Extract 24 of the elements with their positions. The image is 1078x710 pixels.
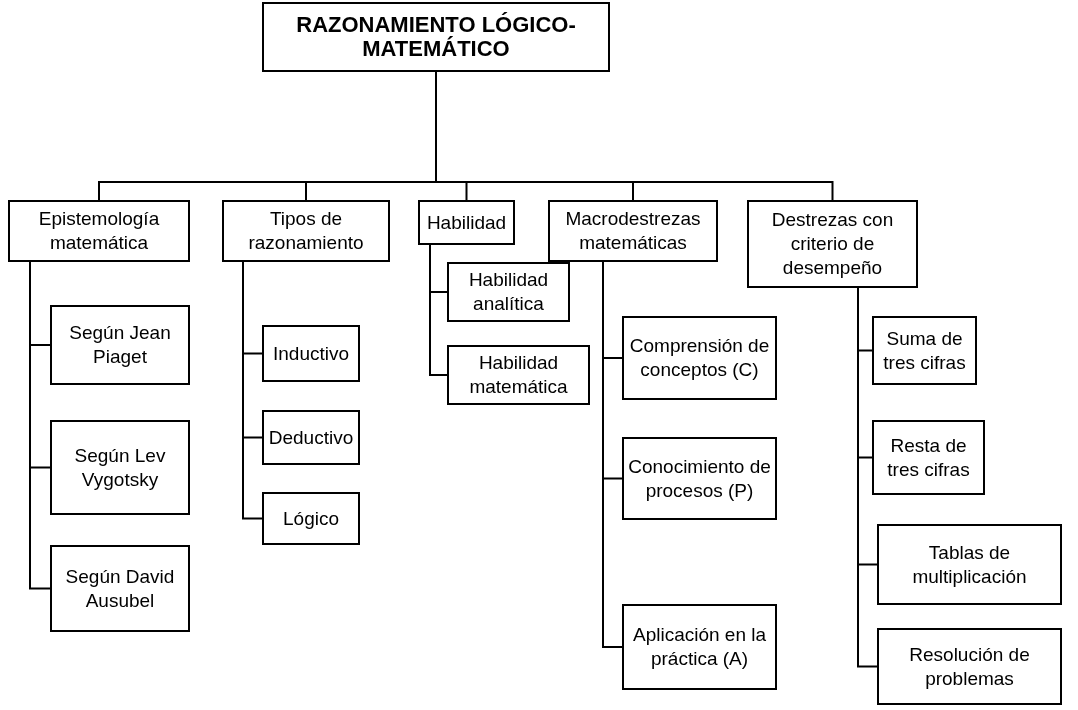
concept-box: Deductivo	[262, 410, 360, 465]
concept-box: Conocimiento de procesos (P)	[622, 437, 777, 520]
concept-box: Epistemología matemática	[8, 200, 190, 262]
concept-box: Resolución de problemas	[877, 628, 1062, 705]
concept-box: Suma de tres cifras	[872, 316, 977, 385]
concept-box: Habilidad matemática	[447, 345, 590, 405]
concept-box: Tipos de razonamiento	[222, 200, 390, 262]
concept-box: Inductivo	[262, 325, 360, 382]
concept-box: Destrezas con criterio de desempeño	[747, 200, 918, 288]
concept-box: Lógico	[262, 492, 360, 545]
concept-box: Aplicación en la práctica (A)	[622, 604, 777, 690]
concept-box: Tablas de multiplicación	[877, 524, 1062, 605]
concept-box: Según David Ausubel	[50, 545, 190, 632]
connector-line	[242, 261, 263, 520]
concept-box: Habilidad analítica	[447, 262, 570, 322]
concept-box: Macrodestrezas matemáticas	[548, 200, 718, 262]
connector-line	[29, 261, 51, 590]
concept-box: Comprensión de conceptos (C)	[622, 316, 777, 400]
concept-box: Según Lev Vygotsky	[50, 420, 190, 515]
concept-box: Según Jean Piaget	[50, 305, 190, 385]
title-box: RAZONAMIENTO LÓGICO-MATEMÁTICO	[262, 2, 610, 72]
concept-box: Habilidad	[418, 200, 515, 245]
connector-line	[429, 244, 448, 376]
concept-box: Resta de tres cifras	[872, 420, 985, 495]
